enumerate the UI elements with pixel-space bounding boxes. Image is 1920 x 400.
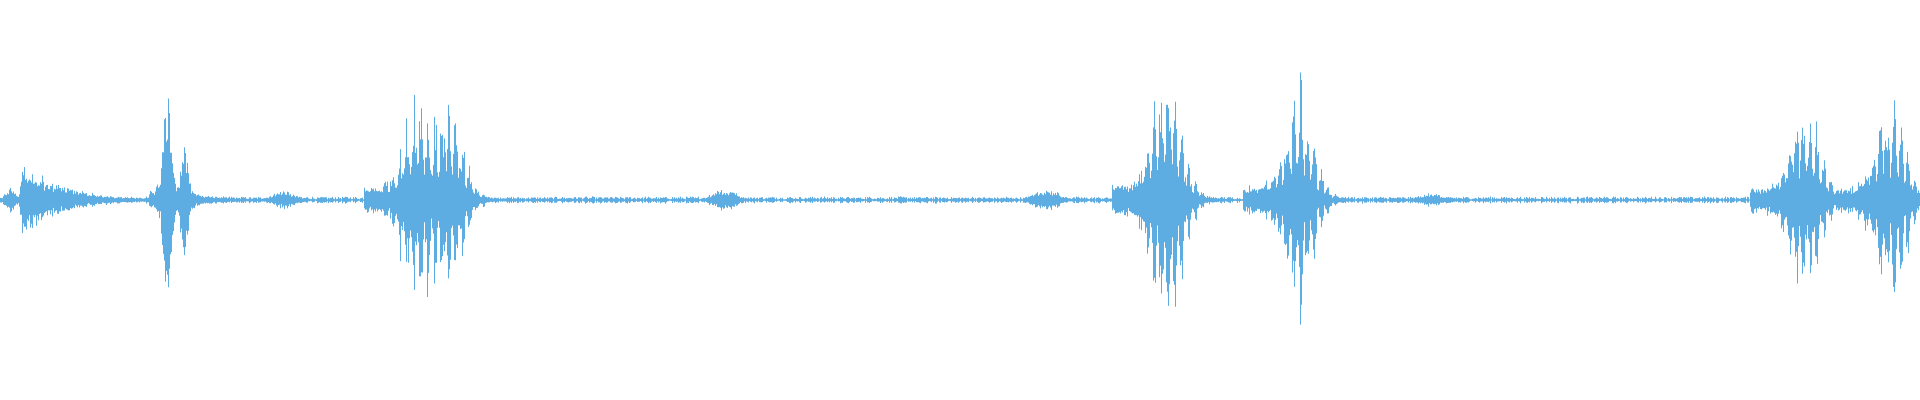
waveform-samples [0, 72, 1920, 325]
